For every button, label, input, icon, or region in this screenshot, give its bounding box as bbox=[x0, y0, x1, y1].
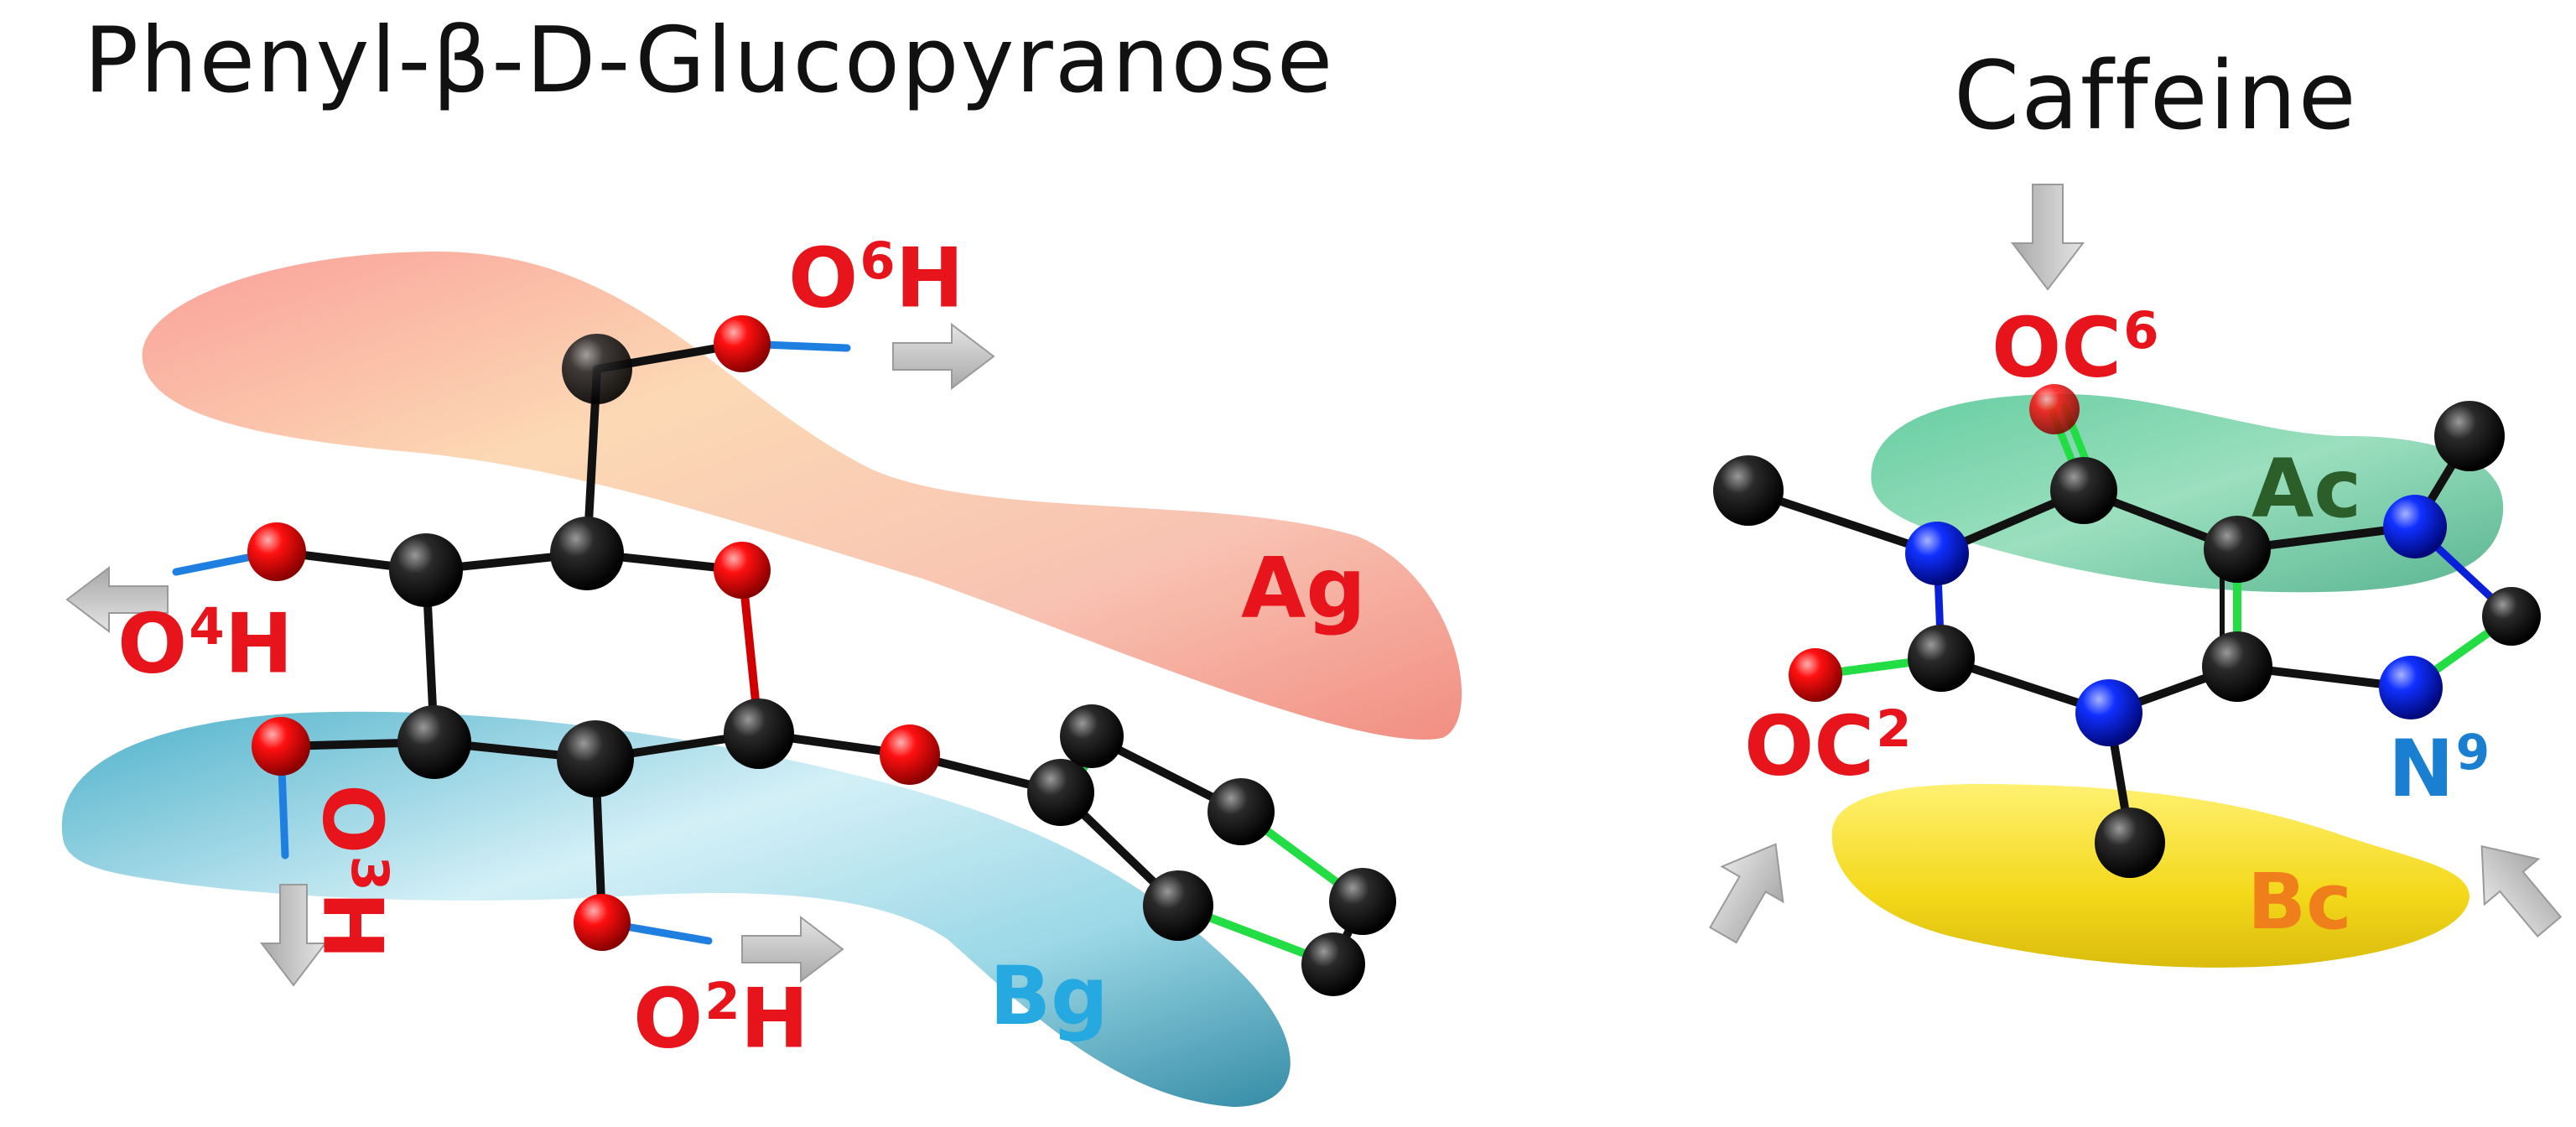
glucose-arrows bbox=[65, 322, 995, 987]
label-bg: Bg bbox=[989, 949, 1109, 1043]
atom-n9 bbox=[2379, 656, 2443, 719]
atom-ph-c5 bbox=[1301, 932, 1365, 996]
label-o4h: O4H bbox=[117, 596, 293, 693]
atom-o2 bbox=[1789, 648, 1842, 702]
atom-n3 bbox=[2075, 679, 2142, 746]
atom-n1 bbox=[1905, 522, 1969, 585]
label-oc6: OC6 bbox=[1992, 300, 2159, 397]
atom-o2 bbox=[574, 894, 631, 951]
label-o2h: O2H bbox=[633, 971, 809, 1067]
arrow-o6h bbox=[892, 322, 995, 391]
atom-c1 bbox=[724, 699, 794, 769]
atom-me7 bbox=[2434, 401, 2505, 471]
atom-c4 bbox=[389, 533, 463, 607]
atom-c3 bbox=[397, 705, 471, 779]
surface-bc bbox=[1831, 784, 2470, 968]
atom-me3 bbox=[2095, 808, 2165, 878]
arrow-n9 bbox=[2480, 844, 2563, 937]
atom-ph-c3 bbox=[1208, 778, 1275, 845]
label-n9: N9 bbox=[2388, 724, 2490, 816]
title-phenyl-glucopyranose: Phenyl-β-D-Glucopyranose bbox=[84, 8, 1335, 113]
glucose-atoms bbox=[247, 315, 1396, 996]
atom-o-ring bbox=[714, 542, 771, 599]
atom-ph-c6 bbox=[1143, 870, 1213, 941]
label-oc2: OC2 bbox=[1744, 699, 1912, 795]
atom-o4 bbox=[247, 522, 306, 581]
atom-ph-c2 bbox=[1060, 704, 1124, 768]
atom-ph-c4 bbox=[1329, 868, 1396, 935]
atom-c5 bbox=[2204, 516, 2271, 583]
arrow-o3h bbox=[259, 884, 328, 987]
atom-c5 bbox=[550, 517, 624, 590]
arrow-oc6 bbox=[2010, 184, 2085, 291]
surface-ag bbox=[142, 252, 1462, 740]
atom-c2 bbox=[1908, 625, 1975, 692]
title-caffeine: Caffeine bbox=[1954, 42, 2358, 151]
atom-o6 bbox=[2029, 384, 2080, 434]
atom-c6 bbox=[2050, 457, 2117, 524]
arrow-oc2 bbox=[1709, 843, 1784, 944]
arrow-o2h bbox=[741, 915, 844, 984]
label-ac: Ac bbox=[2251, 442, 2362, 536]
surface-ac bbox=[1871, 394, 2504, 593]
left-molecule bbox=[61, 252, 1462, 1107]
surface-bg bbox=[61, 711, 1291, 1107]
label-o3h: O3H bbox=[304, 784, 400, 960]
atom-n7 bbox=[2383, 495, 2447, 558]
atom-ph-c1 bbox=[1027, 759, 1094, 826]
atom-c6 bbox=[562, 334, 632, 404]
caffeine-arrows bbox=[1709, 184, 2563, 944]
atom-o3 bbox=[252, 717, 310, 776]
atom-c2 bbox=[557, 720, 634, 797]
arrow-o4h bbox=[65, 565, 169, 634]
atom-o6 bbox=[714, 315, 771, 372]
atom-me1 bbox=[1713, 455, 1784, 526]
atom-c4 bbox=[2202, 631, 2272, 702]
label-bc: Bc bbox=[2247, 857, 2352, 947]
atom-c8 bbox=[2482, 587, 2541, 646]
atom-o-glycosidic bbox=[880, 724, 940, 785]
label-ag: Ag bbox=[1241, 539, 1366, 637]
label-o6h: O6H bbox=[788, 231, 964, 327]
right-molecule bbox=[1709, 184, 2563, 968]
caffeine-atoms bbox=[1713, 384, 2541, 878]
